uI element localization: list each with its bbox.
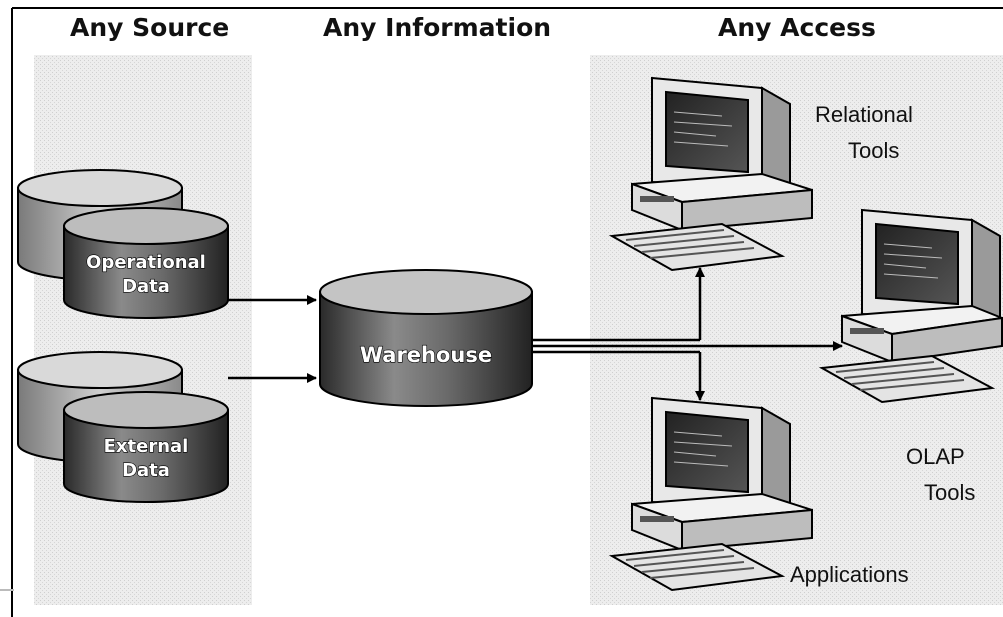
relational-label-line1: Relational xyxy=(815,102,913,127)
applications-computer-icon xyxy=(608,396,813,592)
external-label-line1: External xyxy=(104,436,189,457)
olap-computer-icon xyxy=(818,208,1003,404)
olap-label-line1: OLAP xyxy=(906,444,965,469)
operational-label-line1: Operational xyxy=(86,252,206,273)
warehouse-cylinder: Warehouse xyxy=(319,269,533,407)
operational-data-cylinders: Operational Data xyxy=(17,169,229,319)
header-any-information: Any Information xyxy=(323,13,551,42)
external-label-line2: Data xyxy=(122,460,170,481)
operational-label-line2: Data xyxy=(122,276,170,297)
flow-arrows xyxy=(228,267,843,401)
relational-label-line2: Tools xyxy=(848,138,899,163)
relational-computer-icon xyxy=(608,76,813,272)
source-panel xyxy=(34,55,252,605)
external-data-cylinders: External Data xyxy=(17,351,229,503)
warehouse-label: Warehouse xyxy=(360,343,492,367)
applications-label: Applications xyxy=(790,562,909,587)
olap-label-line2: Tools xyxy=(924,480,975,505)
header-any-source: Any Source xyxy=(70,13,229,42)
header-any-access: Any Access xyxy=(718,13,876,42)
